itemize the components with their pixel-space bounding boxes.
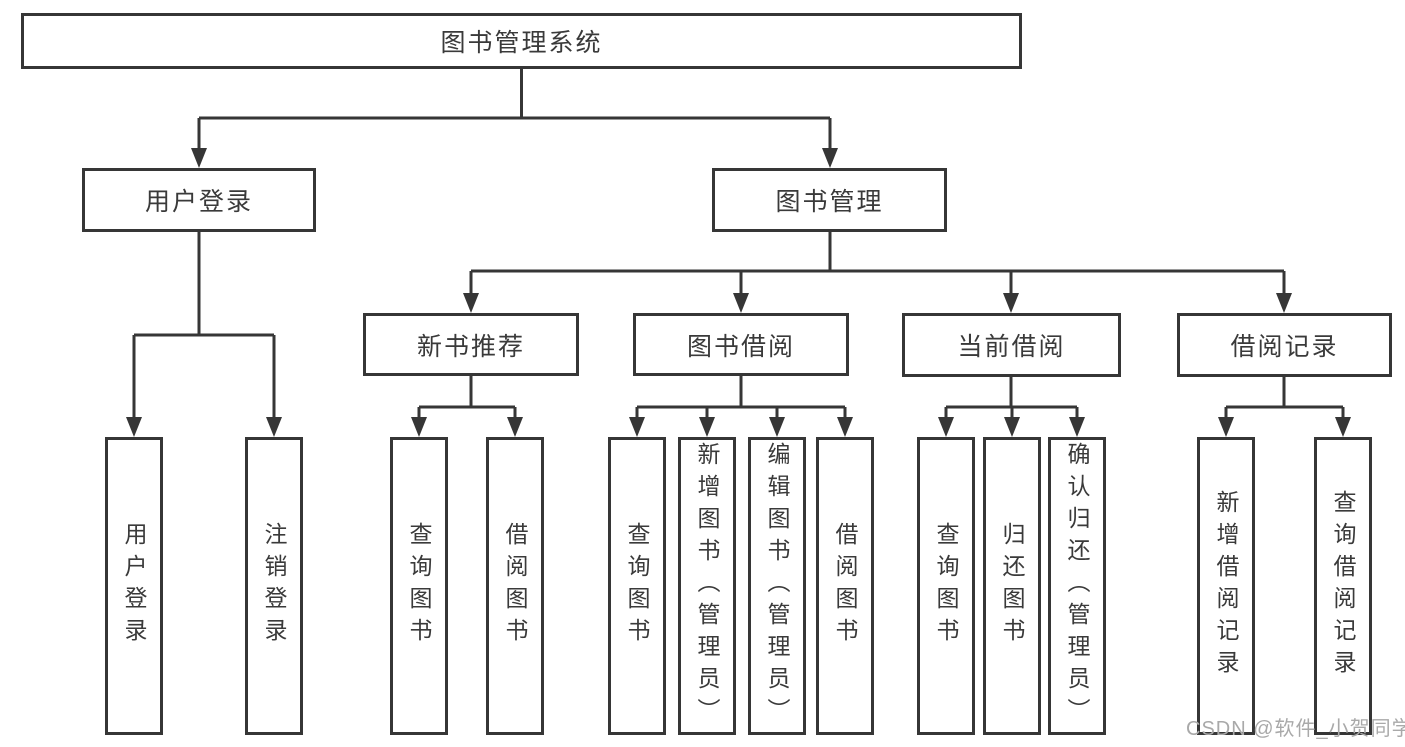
leaf-return-books: 归还图书	[983, 437, 1041, 735]
leaf-query-books-current: 查询图书	[917, 437, 975, 735]
leaf-query-books-recommend: 查询图书	[390, 437, 448, 735]
node-root-library-system: 图书管理系统	[21, 13, 1022, 69]
leaf-edit-book-admin: 编辑图书（管理员）	[748, 437, 806, 735]
leaf-add-borrow-record: 新增借阅记录	[1197, 437, 1255, 735]
node-current-borrowing: 当前借阅	[902, 313, 1121, 377]
node-book-management: 图书管理	[712, 168, 947, 232]
node-user-login: 用户登录	[82, 168, 316, 232]
leaf-add-book-admin: 新增图书（管理员）	[678, 437, 736, 735]
leaf-borrow-books-recommend: 借阅图书	[486, 437, 544, 735]
leaf-logout: 注销登录	[245, 437, 303, 735]
node-borrowing-records: 借阅记录	[1177, 313, 1392, 377]
leaf-borrow-books: 借阅图书	[816, 437, 874, 735]
leaf-confirm-return-admin: 确认归还（管理员）	[1048, 437, 1106, 735]
csdn-watermark: CSDN @软件_小贺同学	[1186, 718, 1405, 740]
node-new-book-recommendation: 新书推荐	[363, 313, 579, 376]
node-book-borrowing: 图书借阅	[633, 313, 849, 376]
leaf-query-books-borrow: 查询图书	[608, 437, 666, 735]
leaf-query-borrow-record: 查询借阅记录	[1314, 437, 1372, 735]
leaf-user-login: 用户登录	[105, 437, 163, 735]
